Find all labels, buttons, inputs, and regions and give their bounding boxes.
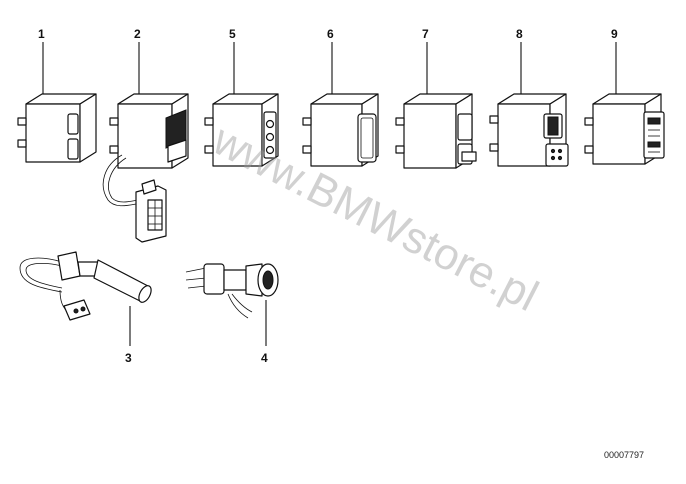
part-4-lamp-socket[interactable]: 4: [185, 263, 279, 365]
part-number-7: 7: [422, 27, 429, 41]
part-number-4: 4: [261, 351, 268, 365]
part-number-1: 1: [38, 27, 45, 41]
part-number-5: 5: [229, 27, 236, 41]
part-8-switch[interactable]: 8: [489, 27, 569, 167]
part-1-switch[interactable]: 1: [17, 27, 97, 163]
part-6-switch[interactable]: 6: [302, 27, 379, 167]
part-2-rocker-switch[interactable]: 2: [102, 27, 189, 243]
part-number-3: 3: [125, 351, 132, 365]
part-number-9: 9: [611, 27, 618, 41]
part-number-2: 2: [134, 27, 141, 41]
part-number-8: 8: [516, 27, 523, 41]
part-7-switch[interactable]: 7: [395, 27, 477, 169]
part-3-sensor[interactable]: 3: [19, 251, 154, 365]
part-9-switch[interactable]: 9: [584, 27, 665, 165]
diagram-reference-number: 00007797: [604, 450, 644, 460]
part-5-switch[interactable]: 5: [204, 27, 279, 167]
part-number-6: 6: [327, 27, 334, 41]
